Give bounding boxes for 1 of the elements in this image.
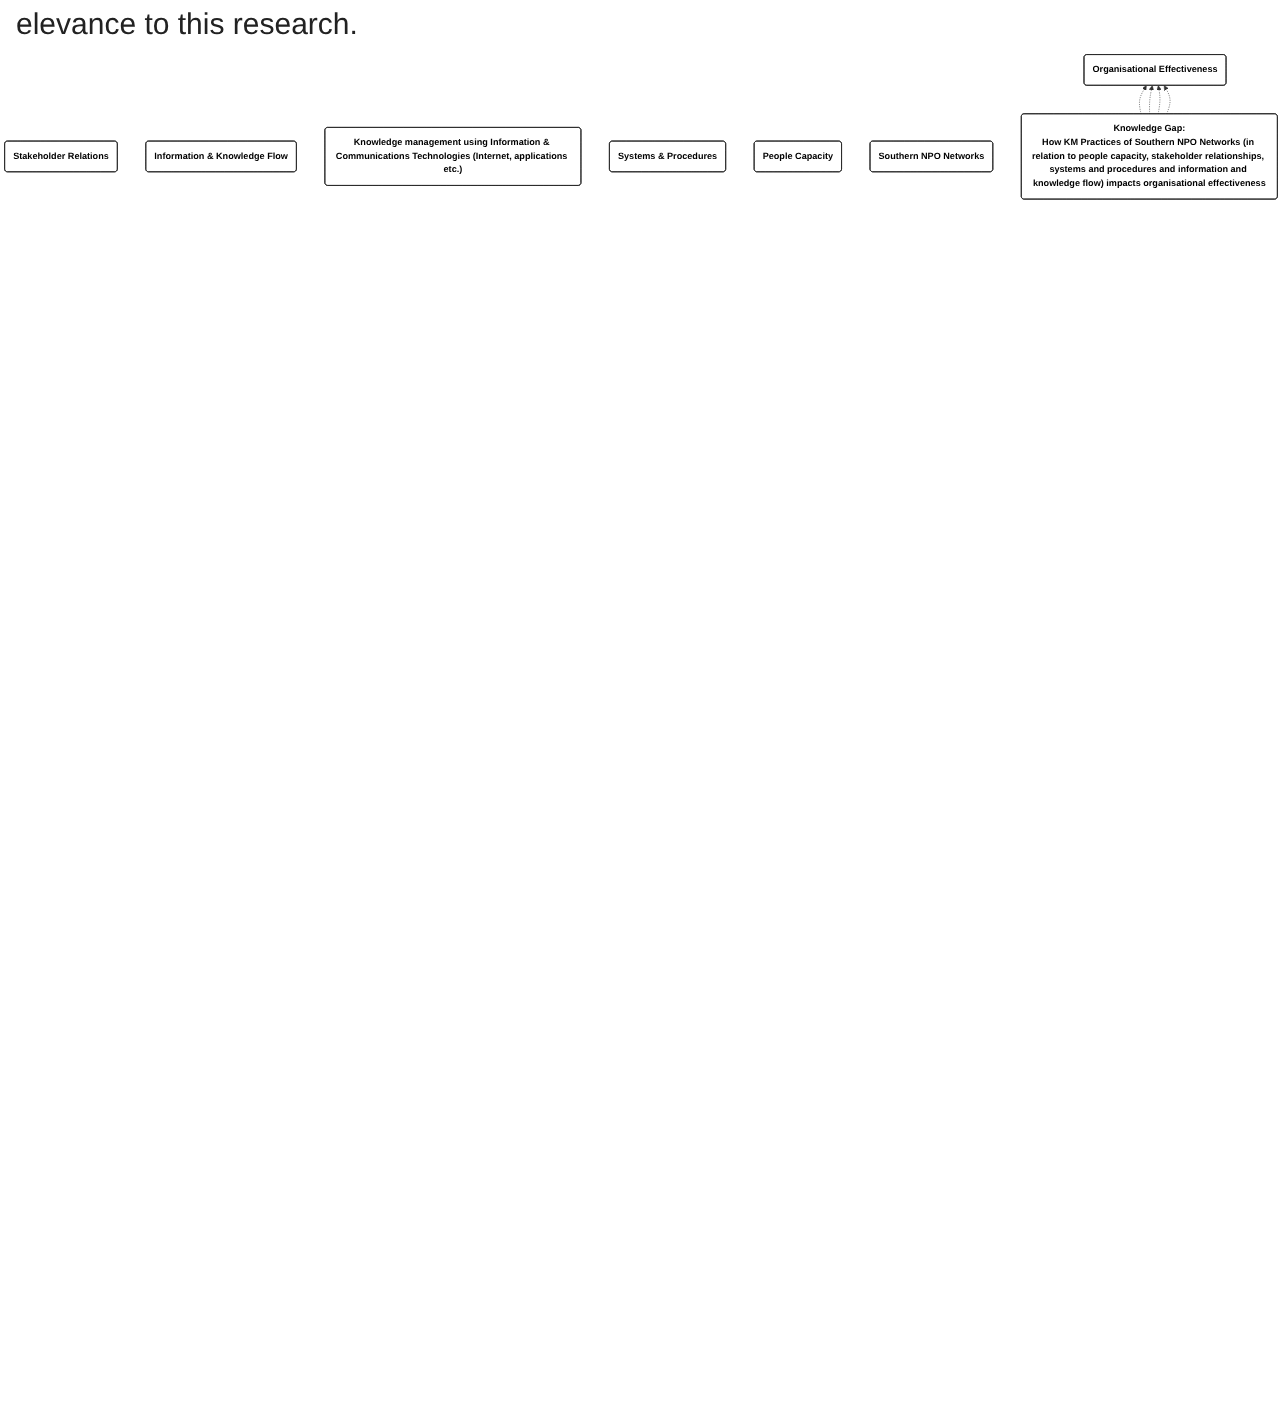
note-text: elevance to this research. <box>16 8 360 42</box>
